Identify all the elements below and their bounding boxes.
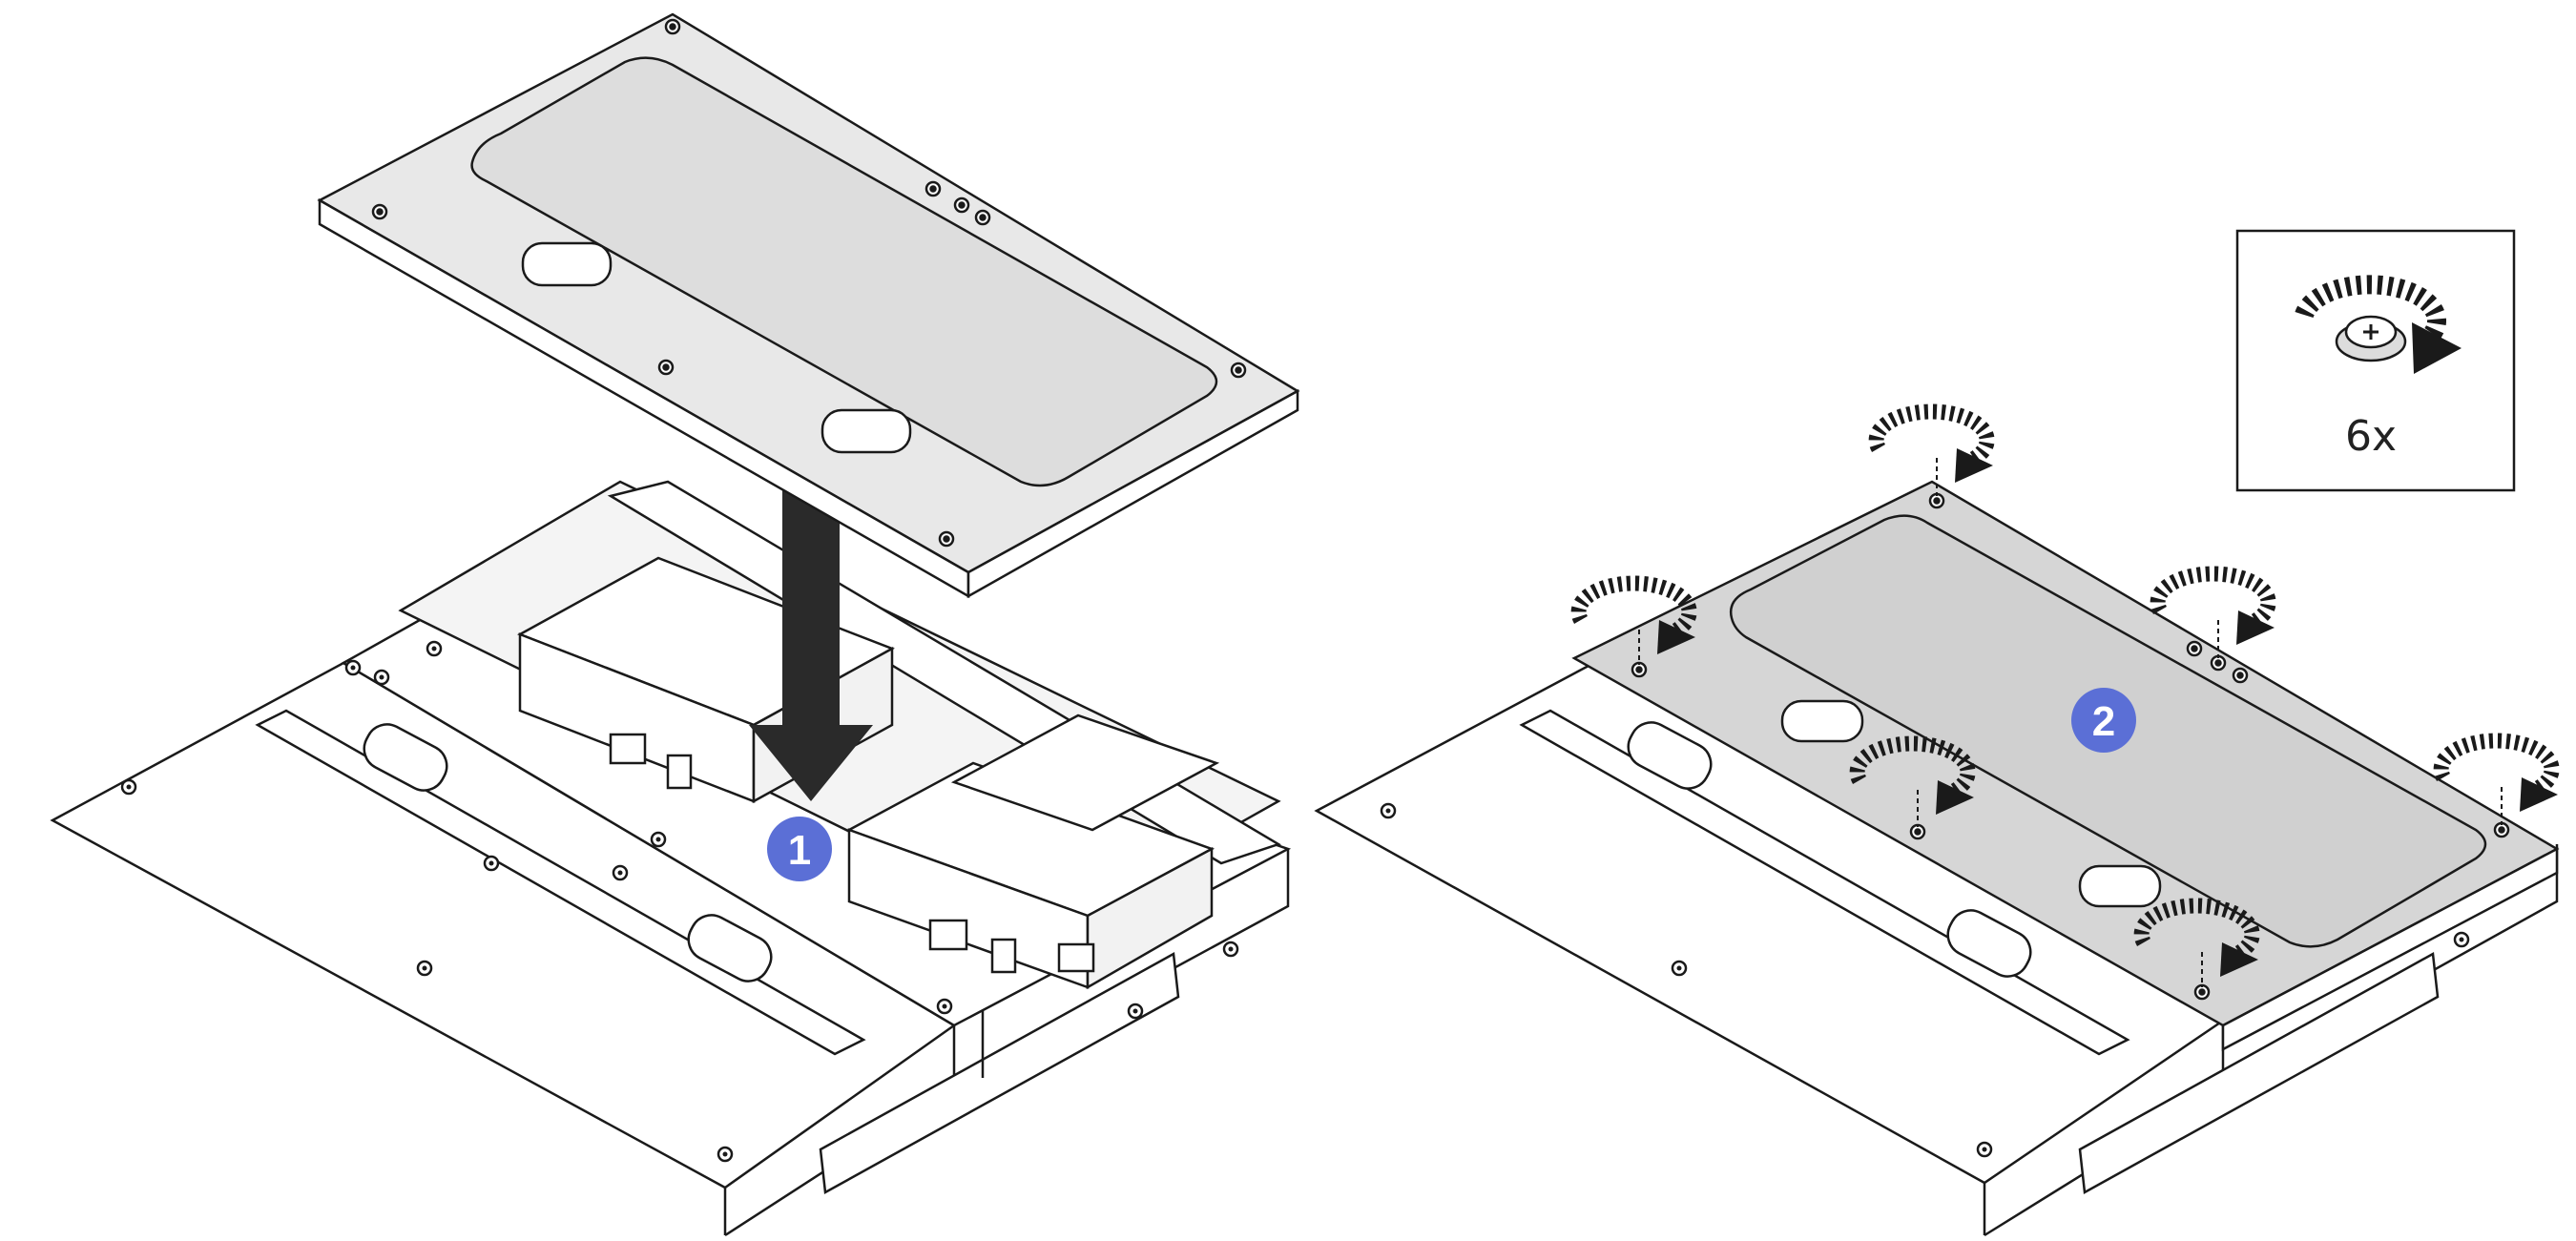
right-panel: 2 bbox=[1314, 412, 2559, 1237]
screw-rotation-6 bbox=[2142, 906, 2258, 987]
legend-inset: 6x bbox=[2235, 229, 2516, 492]
screw-rotation-5 bbox=[2441, 741, 2558, 825]
screw-rotation-4 bbox=[1858, 744, 1974, 827]
left-panel: 1 bbox=[50, 12, 1300, 1237]
step-2-badge: 2 bbox=[2071, 688, 2136, 753]
down-arrow bbox=[749, 472, 873, 801]
top-cover-floating bbox=[317, 12, 1300, 599]
chassis-right bbox=[1314, 656, 2559, 1237]
screw-rotation-3 bbox=[2158, 574, 2275, 658]
step-2-number: 2 bbox=[2092, 698, 2115, 745]
screw-rotation-2 bbox=[1579, 584, 1695, 665]
chassis-handles-left bbox=[363, 723, 773, 982]
step-1-badge: 1 bbox=[767, 817, 832, 881]
screw-quantity-label: 6x bbox=[2345, 412, 2397, 461]
screw-tighten-icon bbox=[2295, 275, 2462, 374]
screw-rotation-1 bbox=[1877, 412, 1993, 496]
psu-module-front bbox=[845, 714, 1220, 990]
step-1-number: 1 bbox=[788, 827, 811, 874]
